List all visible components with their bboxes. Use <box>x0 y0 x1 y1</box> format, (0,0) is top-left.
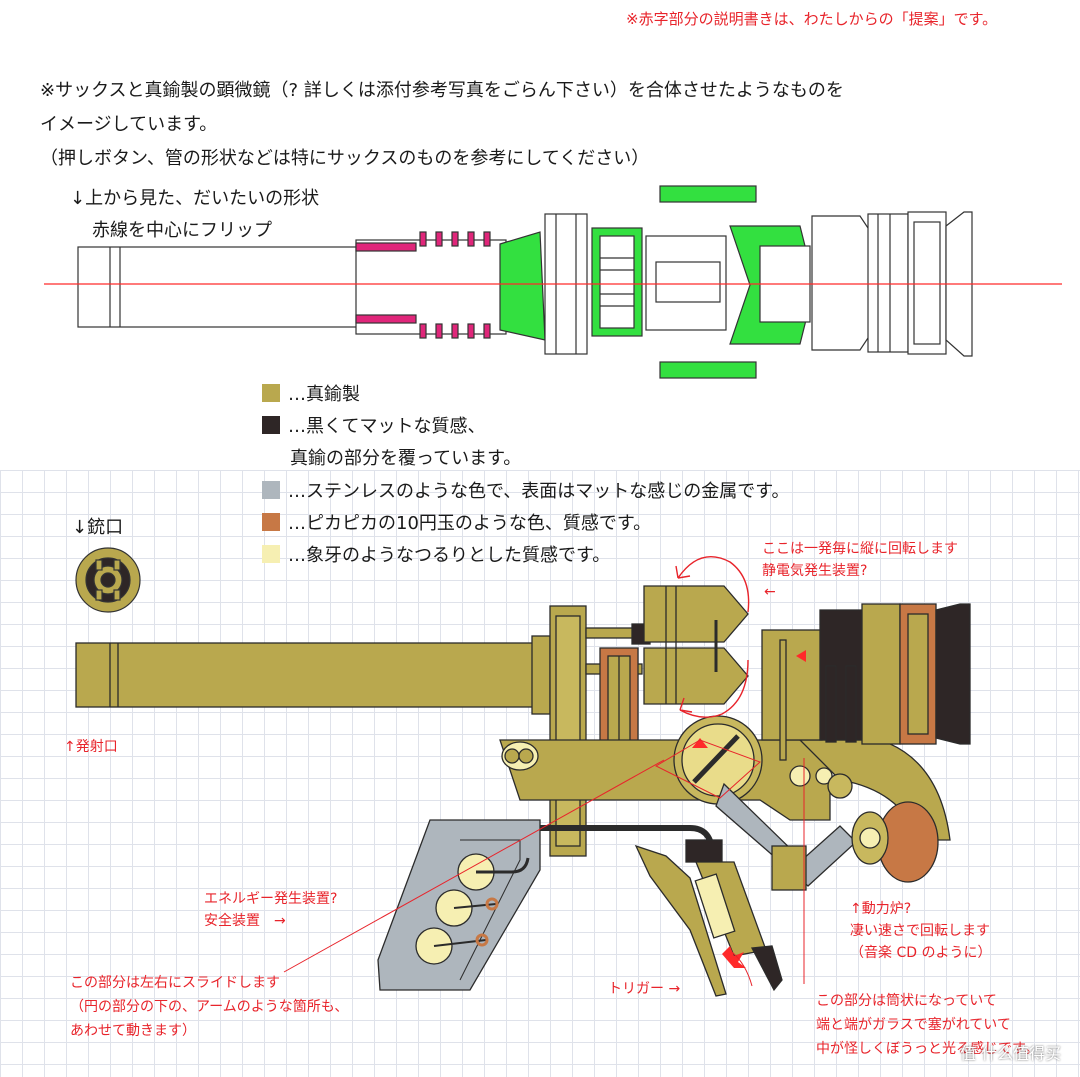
slide-indicator <box>654 739 761 799</box>
muzzle-drawing <box>75 547 141 613</box>
legend-swatch <box>262 545 280 563</box>
reactor-note-2: 凄い速さで回転します <box>850 923 990 939</box>
rotate-note-1: ここは一発毎に縦に回転します <box>762 541 958 557</box>
flip-label: 赤線を中心にフリップ <box>92 220 272 241</box>
slide-note-3: あわせて動きます） <box>70 1023 196 1039</box>
top-view-drawing <box>77 185 973 379</box>
rotate-arrow: ← <box>764 584 776 600</box>
intro-line-2: イメージしています。 <box>40 114 218 135</box>
reactor-note-3: （音楽 CD のように） <box>850 945 992 961</box>
intro-line-1: ※サックスと真鍮製の顕微鏡（? 詳しくは添付参考写真をごらん下さい）を合体させた… <box>40 80 844 101</box>
intro-line-3: （押しボタン、管の形状などは特にサックスのものを参考にしてください） <box>40 148 650 169</box>
legend-swatch <box>262 416 280 434</box>
legend-black-cont: 真鍮の部分を覆っています。 <box>290 448 522 469</box>
top-note: ※赤字部分の説明書きは、わたしからの「提案」です。 <box>626 10 998 28</box>
energy-note-2: 安全装置 → <box>204 913 286 929</box>
slide-note-1: この部分は左右にスライドします <box>70 975 280 991</box>
watermark: 值 什么值得买 <box>960 1044 1062 1063</box>
legend-swatch <box>262 513 280 531</box>
rotate-note-2: 静電気発生装置? <box>762 563 868 579</box>
legend-ivory: …象牙のようなつるりとした質感です。 <box>262 541 610 567</box>
slide-note-2: （円の部分の下の、アームのような箇所も、 <box>70 999 349 1015</box>
trigger-note: トリガー → <box>608 981 681 997</box>
legend-brass: …真鍮製 <box>262 380 360 406</box>
leader-lines <box>283 739 805 987</box>
tube-note-1: この部分は筒状になっていて <box>816 993 997 1009</box>
legend-swatch <box>262 384 280 402</box>
tube-note-3: 中が怪しくぼうっと光る感じです。 <box>816 1041 1039 1057</box>
spark-line <box>731 951 753 987</box>
rotation-arrows <box>675 555 750 718</box>
tube-note-2: 端と端がガラスで塞がれていて <box>816 1017 1011 1033</box>
energy-note-1: エネルギー発生装置? <box>204 891 338 907</box>
legend-swatch <box>262 481 280 499</box>
muzzle-exit-note: ↑発射口 <box>64 739 118 755</box>
legend-copper: …ピカピカの10円玉のような色、質感です。 <box>262 509 651 535</box>
reactor-note-1: ↑動力炉? <box>850 901 912 917</box>
legend-black: …黒くてマットな質感、 <box>262 412 485 438</box>
slide-leader-line <box>283 759 665 973</box>
muzzle-label: ↓銃口 <box>72 517 124 538</box>
side-view-drawing <box>75 585 971 997</box>
top-view-label: ↓上から見た、だいたいの形状 <box>70 188 320 209</box>
legend-stainless: …ステンレスのような色で、表面はマットな感じの金属です。 <box>262 477 789 503</box>
